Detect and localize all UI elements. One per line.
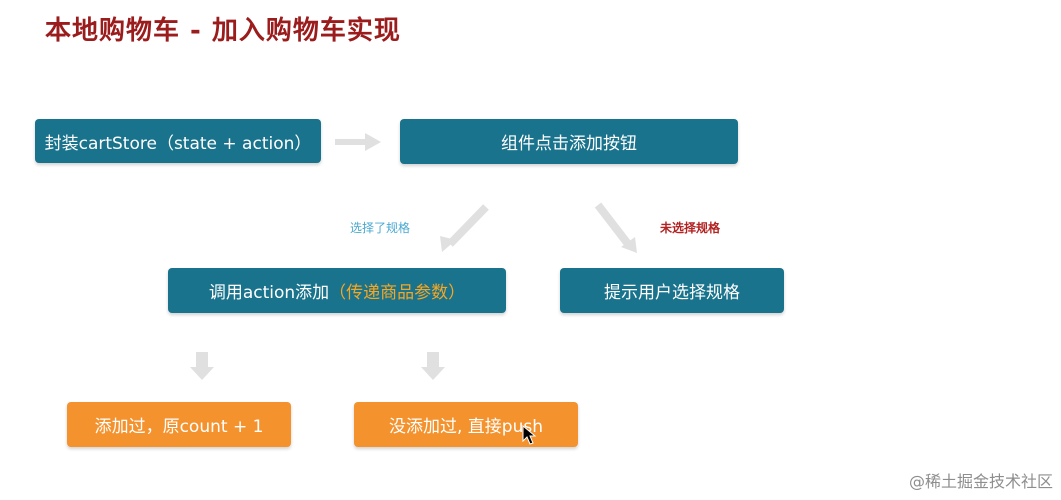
node-encapsulate-cartstore: 封装cartStore（state + action）: [35, 119, 321, 163]
node-label: 组件点击添加按钮: [501, 134, 637, 154]
node-label: 添加过，原count + 1: [94, 417, 264, 437]
node-label: 没添加过, 直接push: [388, 417, 543, 437]
edge-label-selected-spec: 选择了规格: [350, 221, 411, 235]
node-added-before: 添加过，原count + 1: [67, 402, 291, 447]
arrow-right-icon: [335, 133, 381, 151]
node-label: 封装cartStore（state + action）: [44, 133, 312, 154]
node-click-add-button: 组件点击添加按钮: [400, 119, 738, 164]
node-label: 提示用户选择规格: [604, 283, 740, 303]
arrow-down-right-icon: [594, 202, 632, 247]
node-label: 调用action添加: [208, 283, 330, 303]
slide-title: 本地购物车 - 加入购物车实现: [45, 16, 401, 46]
watermark: @稀土掘金技术社区: [908, 472, 1053, 491]
arrow-down-icon: [190, 352, 214, 380]
node-call-action: 调用action添加（传递商品参数）: [168, 268, 506, 313]
arrow-down-left-icon: [447, 204, 489, 247]
edge-label-not-selected-spec: 未选择规格: [660, 221, 721, 235]
node-prompt-select-spec: 提示用户选择规格: [560, 268, 784, 313]
arrow-down-icon: [421, 352, 445, 380]
node-not-added: 没添加过, 直接push: [354, 402, 578, 447]
node-label-highlight: （传递商品参数）: [329, 283, 466, 303]
mouse-cursor-icon: [522, 425, 537, 445]
